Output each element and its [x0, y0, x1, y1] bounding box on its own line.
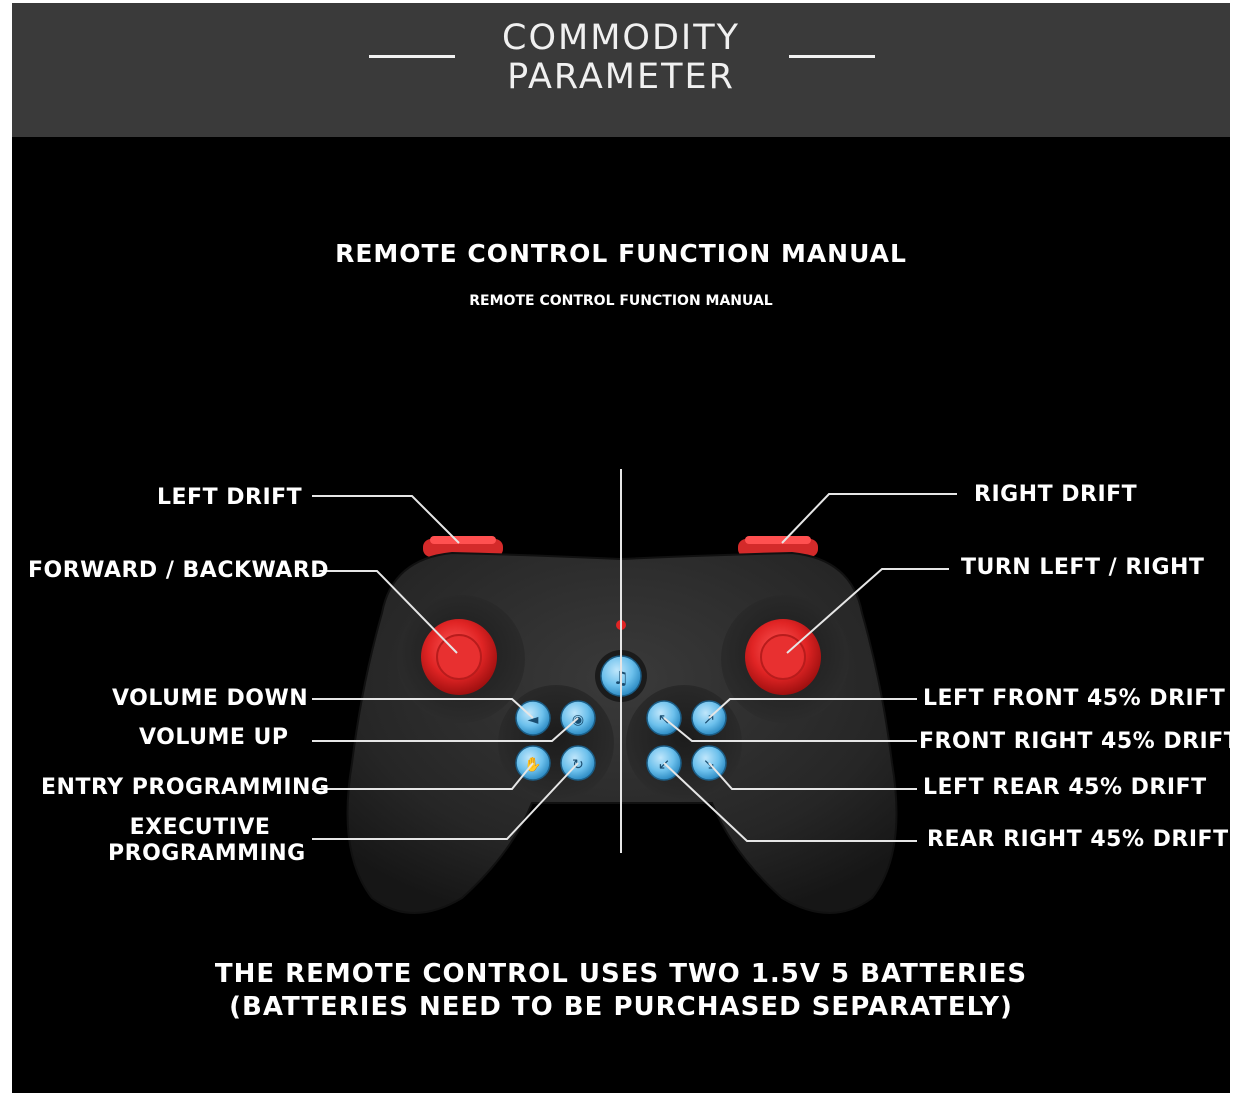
leader-volume-down — [312, 698, 534, 719]
callout-lines — [312, 493, 957, 842]
label-forward-backward: FORWARD / BACKWARD — [28, 558, 330, 583]
leader-entry-programming — [312, 762, 534, 790]
leader-turn-left-right — [786, 568, 949, 654]
leader-left-drift — [312, 495, 460, 544]
section-header: COMMODITY PARAMETER — [12, 3, 1230, 137]
leader-right-drift — [781, 493, 957, 544]
speaker-high-icon: ◉ — [572, 712, 584, 728]
label-right-drift: RIGHT DRIFT — [974, 482, 1138, 507]
product-info-panel: COMMODITY PARAMETER REMOTE CONTROL FUNCT… — [12, 3, 1230, 1093]
manual-title: REMOTE CONTROL FUNCTION MANUAL — [335, 239, 907, 268]
label-left-drift: LEFT DRIFT — [157, 485, 303, 510]
section-title: COMMODITY PARAMETER — [12, 18, 1230, 101]
program-run-icon: ↻ — [572, 757, 584, 773]
label-executive-programming: EXECUTIVE PROGRAMMING — [108, 815, 306, 867]
label-executive-line1: EXECUTIVE — [129, 815, 271, 840]
leader-executive-programming — [312, 762, 579, 840]
label-left-rear-drift: LEFT REAR 45% DRIFT — [923, 775, 1207, 800]
leader-left-rear — [708, 762, 917, 790]
right-button-pad — [626, 685, 742, 801]
leader-left-front — [708, 698, 917, 719]
label-rear-right-drift: REAR RIGHT 45% DRIFT — [927, 827, 1229, 852]
header-right-rule — [789, 55, 875, 58]
label-entry-programming: ENTRY PROGRAMMING — [41, 775, 330, 800]
controller-diagram: ♫ ◄ ◉ ✋ ↻ ↖ ↗ — [312, 469, 957, 914]
label-left-front-drift: LEFT FRONT 45% DRIFT — [923, 686, 1226, 711]
header-left-rule — [369, 55, 455, 58]
battery-note-line2: (BATTERIES NEED TO BE PURCHASED SEPARATE… — [229, 992, 1013, 1022]
left-drift-trigger[interactable] — [423, 536, 503, 557]
section-title-line1: COMMODITY — [502, 18, 740, 58]
label-turn-left-right: TURN LEFT / RIGHT — [961, 555, 1205, 580]
label-volume-up: VOLUME UP — [139, 725, 289, 750]
battery-note-line1: THE REMOTE CONTROL USES TWO 1.5V 5 BATTE… — [214, 959, 1028, 989]
leader-volume-up — [312, 717, 579, 742]
manual-subtitle: REMOTE CONTROL FUNCTION MANUAL — [469, 293, 773, 309]
label-volume-down: VOLUME DOWN — [112, 686, 309, 711]
section-title-line2: PARAMETER — [507, 57, 735, 97]
label-executive-line2: PROGRAMMING — [108, 841, 306, 866]
leader-forward-backward — [319, 570, 458, 654]
leader-rear-right — [663, 762, 917, 842]
battery-note: THE REMOTE CONTROL USES TWO 1.5V 5 BATTE… — [12, 958, 1230, 1024]
speaker-low-icon: ◄ — [528, 712, 539, 728]
right-drift-trigger[interactable] — [738, 536, 818, 557]
leader-front-right — [663, 717, 917, 742]
left-joystick[interactable] — [397, 595, 525, 723]
label-front-right-drift: FRONT RIGHT 45% DRIFT — [919, 729, 1230, 754]
